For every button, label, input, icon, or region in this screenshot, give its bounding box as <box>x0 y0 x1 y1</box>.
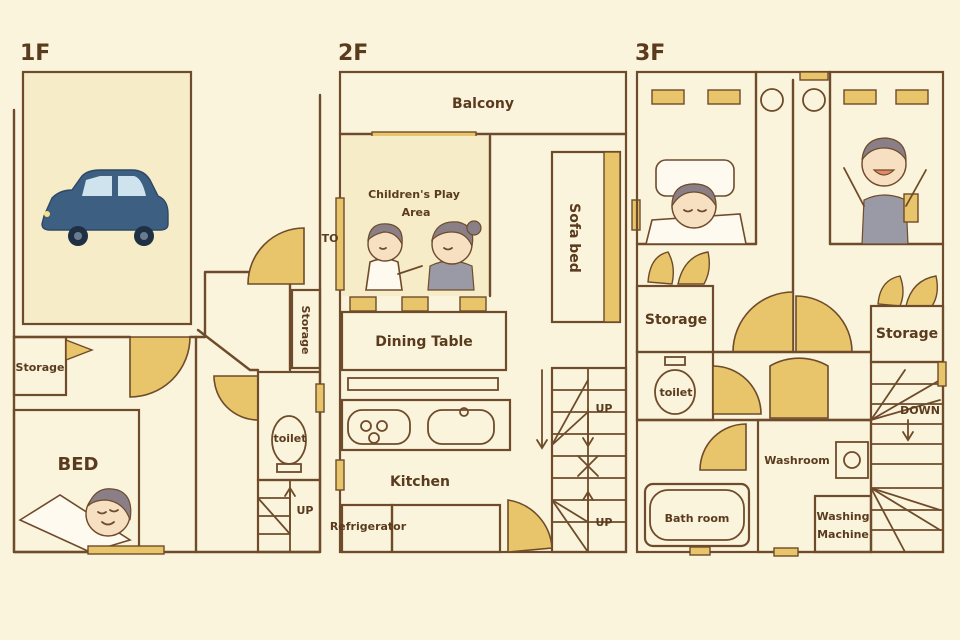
door-bedroom-left-3f[interactable] <box>732 291 794 353</box>
car-icon <box>41 169 169 246</box>
toilet-bowl-icon-3f <box>654 369 696 415</box>
happy-person-icon <box>843 137 927 245</box>
door-toilet-3f[interactable] <box>712 365 762 415</box>
sleeping-person-icon-3f <box>644 159 747 245</box>
door-toilet[interactable] <box>213 375 259 421</box>
door-washroom[interactable] <box>699 423 747 471</box>
balcony-label: Balcony <box>452 96 514 112</box>
kitchen-label: Kitchen <box>390 474 450 490</box>
door-bedroom-right-3f[interactable] <box>795 295 853 353</box>
floor-1f-label: 1F <box>20 41 50 66</box>
floor-1f: 1F Storage BED <box>12 41 325 555</box>
door-entrance[interactable] <box>247 227 305 285</box>
sleeping-person-icon <box>18 488 132 553</box>
floor-3f-label: 3F <box>635 41 665 66</box>
play-area-label-line2: Area <box>402 206 431 219</box>
floor-2f: 2F Balcony Children's Play Area TO Di <box>322 41 641 554</box>
door-bedroom[interactable] <box>129 336 191 398</box>
stairs-3f <box>869 360 945 554</box>
children-icon <box>365 220 482 291</box>
bed-label: BED <box>58 454 99 475</box>
refrigerator-label: Refrigerator <box>330 520 407 533</box>
stairs-2f <box>550 366 628 554</box>
floor-2f-label: 2F <box>338 41 368 66</box>
play-area-label-line1: Children's Play <box>368 188 460 201</box>
up-upper-label-2f: UP <box>596 402 613 415</box>
play-area-window <box>335 197 345 291</box>
bedroom <box>12 408 141 554</box>
door-stairs-2f[interactable] <box>507 499 553 553</box>
washing-label-line2: Machine <box>817 528 869 541</box>
dining-table-label: Dining Table <box>375 334 473 350</box>
storage-right-label: Storage <box>876 326 938 342</box>
washing-label-line1: Washing <box>816 510 869 523</box>
bathroom-label: Bath room <box>665 512 730 525</box>
washing-machine <box>813 494 873 554</box>
wash-basin-icon <box>835 441 869 479</box>
bathtub-icon <box>649 489 745 541</box>
dining-table <box>340 310 508 372</box>
sofa-bed-label: Sofa bed <box>566 203 582 273</box>
floor-3f: 3F <box>635 41 947 557</box>
storage-vertical-label: Storage <box>299 306 312 355</box>
up-label-1f: UP <box>297 504 314 517</box>
side-mark-label: TO <box>322 232 339 245</box>
stove-icon <box>347 409 411 445</box>
toilet-label-1f: toilet <box>273 432 306 445</box>
down-label-3f: DOWN <box>900 404 940 417</box>
washroom-label: Washroom <box>764 454 830 467</box>
bedroom-window <box>87 545 165 555</box>
up-lower-label-2f: UP <box>596 516 613 529</box>
storage-label: Storage <box>16 361 65 374</box>
storage-flag-icon <box>65 338 94 362</box>
toilet-label-3f: toilet <box>659 386 692 399</box>
storage-left-label: Storage <box>645 312 707 328</box>
